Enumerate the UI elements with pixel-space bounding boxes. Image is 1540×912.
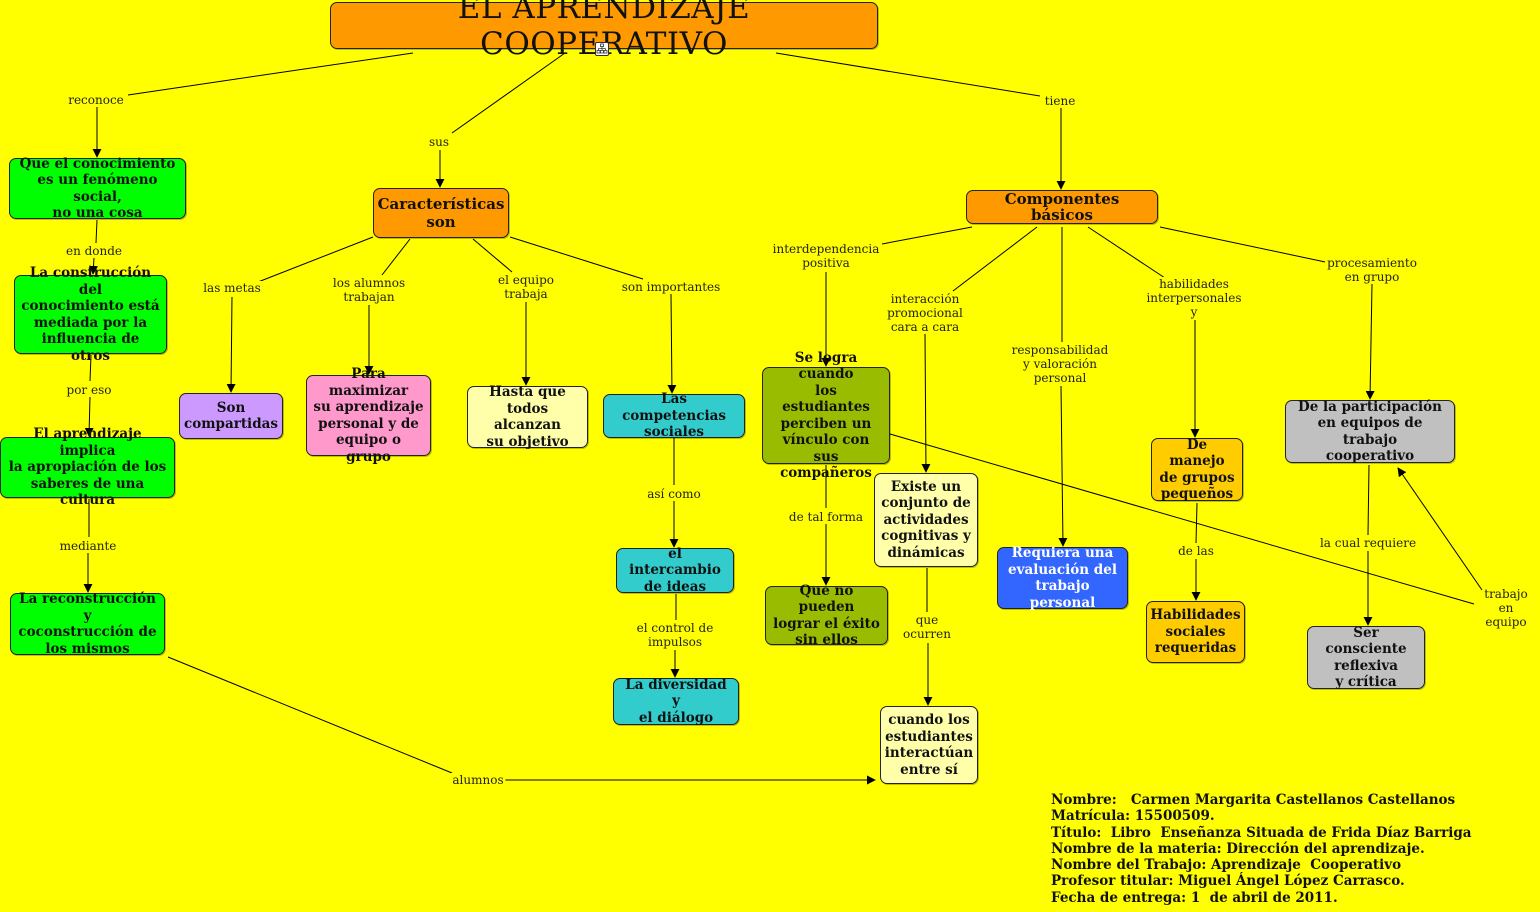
link-label-interaccion: interacción promocional cara a cara <box>885 292 965 334</box>
link-label-en-donde: en donde <box>63 244 125 258</box>
link-label-trabajo-en-equipo: trabajo en equipo <box>1482 587 1530 629</box>
node-competencias-sociales[interactable]: Las competencias sociales <box>603 391 745 440</box>
node-componentes-basicos[interactable]: Componentes básicos <box>966 190 1158 224</box>
link-label-control-impulsos: el control de impulsos <box>634 621 716 649</box>
info-line: Título: Libro Enseñanza Situada de Frida… <box>1051 824 1472 841</box>
link-label-procesamiento: procesamiento en grupo <box>1325 256 1419 284</box>
node-cuando-estudiantes[interactable]: cuando los estudiantes interactúan entre… <box>880 706 978 784</box>
link-label-por-eso: por eso <box>64 383 114 397</box>
node-hasta-que-todos[interactable]: Hasta que todos alcanzan su objetivo <box>467 384 588 450</box>
node-no-pueden[interactable]: Que no pueden lograr el éxito sin ellos <box>765 583 888 648</box>
link-label-reconoce: reconoce <box>66 93 126 107</box>
link-label-son-importantes: son importantes <box>619 280 723 294</box>
node-construccion-conocimiento[interactable]: La construcción del conocimiento está me… <box>14 265 167 364</box>
info-line: Nombre del Trabajo: Aprendizaje Cooperat… <box>1051 857 1402 874</box>
node-evaluacion-personal[interactable]: Requiera una evaluación del trabajo pers… <box>997 545 1128 611</box>
node-existe-conjunto[interactable]: Existe un conjunto de actividades cognit… <box>874 473 978 567</box>
link-label-mediante: mediante <box>57 539 119 553</box>
link-label-de-tal-forma: de tal forma <box>786 510 866 524</box>
map-title: EL APRENDIZAJE COOPERATIVO <box>330 0 878 62</box>
info-line: Profesor titular: Miguel Ángel López Car… <box>1051 873 1405 890</box>
link-label-que-ocurren: que ocurren <box>901 613 953 641</box>
link-label-la-cual-requiere: la cual requiere <box>1317 536 1419 550</box>
link-label-las-metas: las metas <box>201 281 263 295</box>
link-label-habilidades-interpersonales: habilidades interpersonales y <box>1144 277 1244 319</box>
info-line: Nombre de la materia: Dirección del apre… <box>1051 840 1425 857</box>
info-line: Fecha de entrega: 1 de abril de 2011. <box>1051 889 1338 906</box>
node-se-logra[interactable]: Se logra cuando los estudiantes perciben… <box>762 350 890 481</box>
link-label-de-las: de las <box>1176 544 1216 558</box>
node-maximizar-aprendizaje[interactable]: Para maximizar su aprendizaje personal y… <box>306 366 431 465</box>
node-conocimiento-social[interactable]: Que el conocimiento es un fenómeno socia… <box>9 156 186 221</box>
node-habilidades-sociales[interactable]: Habilidades sociales requeridas <box>1146 601 1245 663</box>
link-label-responsabilidad: responsabilidad y valoración personal <box>1009 343 1111 385</box>
link-label-el-equipo-trabaja: el equipo trabaja <box>495 273 557 301</box>
info-line: Matrícula: 15500509. <box>1051 808 1215 825</box>
node-intercambio-ideas[interactable]: el intercambio de ideas <box>616 546 734 595</box>
node-apropiacion-saberes[interactable]: El aprendizaje implica la apropiación de… <box>0 426 175 508</box>
link-label-alumnos: alumnos <box>450 773 506 787</box>
node-caracteristicas[interactable]: Características son <box>373 188 509 238</box>
link-label-tiene: tiene <box>1042 94 1078 108</box>
node-manejo-grupos[interactable]: De manejo de grupos pequeños <box>1151 437 1243 502</box>
node-participacion-equipos[interactable]: De la participación en equipos de trabaj… <box>1285 399 1455 464</box>
hierarchy-tree-icon[interactable] <box>595 42 609 56</box>
node-diversidad-dialogo[interactable]: La diversidad y el diálogo <box>613 677 739 726</box>
node-reconstruccion[interactable]: La reconstrucción y coconstrucción de lo… <box>10 591 165 657</box>
author-info: Nombre: Carmen Margarita Castellanos Cas… <box>1051 792 1472 906</box>
link-label-sus: sus <box>426 135 452 149</box>
link-label-interdependencia: interdependencia positiva <box>770 242 882 270</box>
info-line: Nombre: Carmen Margarita Castellanos Cas… <box>1051 792 1456 808</box>
link-label-asi-como: así como <box>645 487 703 501</box>
node-ser-consciente[interactable]: Ser consciente reflexiva y crítica <box>1307 625 1425 690</box>
link-label-los-alumnos-trabajan: los alumnos trabajan <box>330 276 408 304</box>
node-son-compartidas[interactable]: Son compartidas <box>179 393 283 439</box>
